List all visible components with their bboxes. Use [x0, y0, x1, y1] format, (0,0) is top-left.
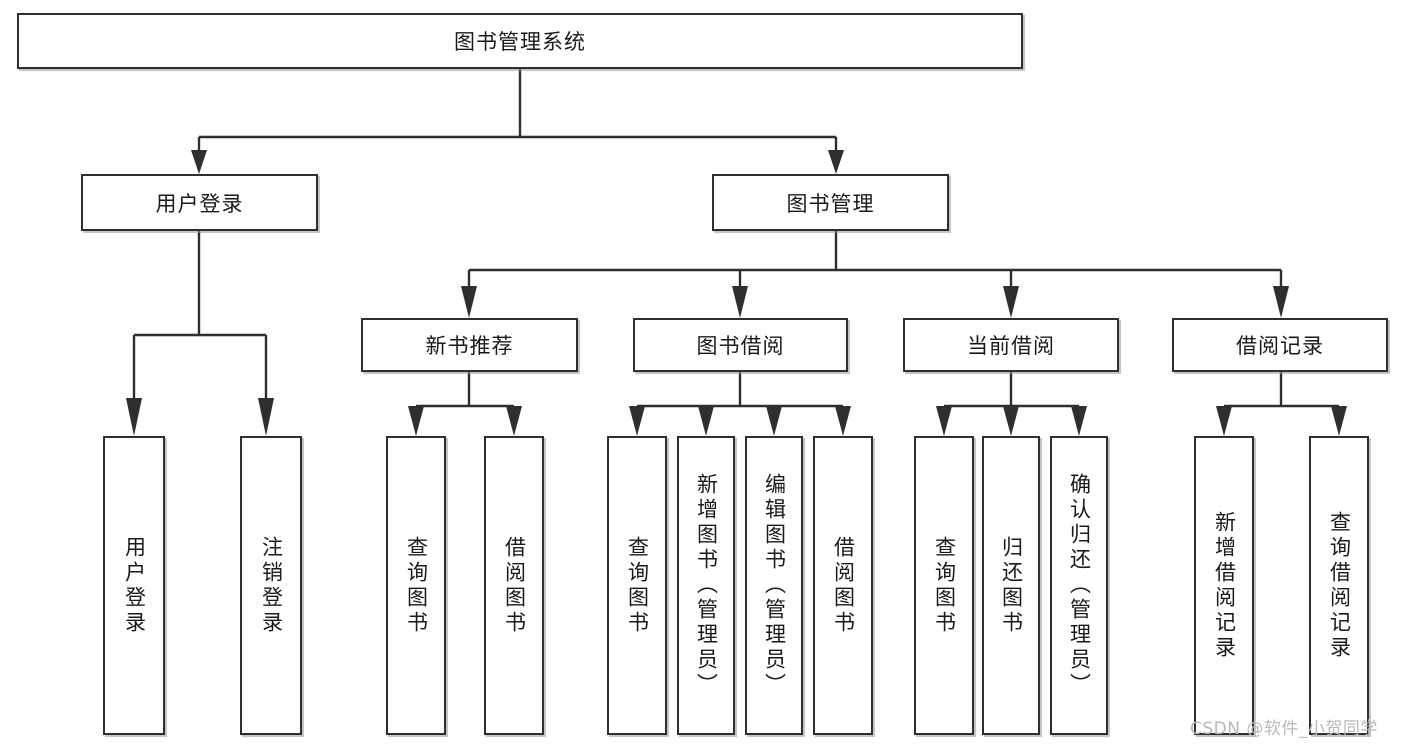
node-book-manage-label: 图书管理	[786, 191, 875, 216]
node-leaf-borrow-book-2[interactable]: 借阅图书	[813, 436, 873, 735]
node-leaf-confirm-return[interactable]: 确认归还（管理员）	[1050, 436, 1108, 735]
node-leaf-return-book[interactable]: 归还图书	[982, 436, 1040, 735]
arrow-to-leaf-query-book-2	[629, 406, 645, 436]
node-leaf-borrow-book-2-label: 借阅图书	[831, 535, 856, 636]
node-leaf-add-book-label: 新增图书（管理员）	[694, 473, 719, 698]
node-book-manage[interactable]: 图书管理	[712, 174, 949, 231]
node-root-label: 图书管理系统	[454, 30, 586, 54]
node-borrow-record-label: 借阅记录	[1236, 334, 1324, 358]
arrow-to-new-book-rec	[461, 286, 477, 318]
arrow-to-book-borrow	[732, 286, 748, 318]
arrow-to-leaf-add-book	[698, 406, 714, 436]
node-leaf-query-book-3-label: 查询图书	[932, 535, 957, 636]
node-book-borrow-label: 图书借阅	[696, 334, 785, 358]
node-leaf-query-book-3[interactable]: 查询图书	[914, 436, 974, 735]
node-leaf-user-logout-label: 注销登录	[259, 535, 284, 636]
arrow-to-leaf-user-login	[126, 398, 142, 436]
node-leaf-edit-book[interactable]: 编辑图书（管理员）	[745, 436, 803, 735]
arrow-to-leaf-query-record	[1331, 406, 1347, 436]
node-leaf-query-book-2-label: 查询图书	[625, 535, 650, 636]
node-leaf-query-record[interactable]: 查询借阅记录	[1309, 436, 1369, 735]
arrow-to-user-login	[191, 150, 207, 174]
node-leaf-query-book-1-label: 查询图书	[404, 535, 429, 636]
arrow-to-leaf-borrow-book-2	[835, 406, 851, 436]
arrow-to-leaf-add-record	[1216, 406, 1232, 436]
node-root[interactable]: 图书管理系统	[17, 13, 1023, 69]
node-current-borrow[interactable]: 当前借阅	[903, 318, 1119, 372]
node-leaf-add-record[interactable]: 新增借阅记录	[1194, 436, 1254, 735]
node-leaf-borrow-book-1[interactable]: 借阅图书	[484, 436, 544, 735]
node-book-borrow[interactable]: 图书借阅	[633, 318, 848, 372]
arrow-to-leaf-confirm-return	[1071, 406, 1087, 436]
arrow-to-book-manage	[828, 150, 844, 174]
arrow-to-current-borrow	[1003, 286, 1019, 318]
arrow-to-leaf-return-book	[1003, 406, 1019, 436]
node-leaf-query-book-2[interactable]: 查询图书	[607, 436, 667, 735]
node-leaf-add-book[interactable]: 新增图书（管理员）	[677, 436, 735, 735]
arrow-to-borrow-record	[1273, 286, 1289, 318]
node-user-login-label: 用户登录	[155, 191, 244, 216]
node-leaf-return-book-label: 归还图书	[999, 535, 1024, 636]
node-user-login[interactable]: 用户登录	[81, 174, 318, 231]
node-leaf-borrow-book-1-label: 借阅图书	[502, 535, 527, 636]
node-leaf-user-login[interactable]: 用户登录	[103, 436, 165, 735]
node-current-borrow-label: 当前借阅	[967, 334, 1055, 358]
arrow-to-leaf-edit-book	[766, 406, 782, 436]
arrow-to-leaf-borrow-book-1	[506, 406, 522, 436]
node-leaf-confirm-return-label: 确认归还（管理员）	[1067, 473, 1092, 698]
arrow-to-leaf-query-book-1	[408, 406, 424, 436]
node-leaf-query-record-label: 查询借阅记录	[1327, 510, 1352, 661]
node-leaf-user-login-label: 用户登录	[122, 535, 147, 636]
node-new-book-rec[interactable]: 新书推荐	[361, 318, 578, 372]
node-leaf-query-book-1[interactable]: 查询图书	[386, 436, 446, 735]
arrow-to-leaf-user-logout	[258, 398, 274, 436]
node-leaf-add-record-label: 新增借阅记录	[1212, 510, 1237, 661]
csdn-watermark: CSDN @软件_小贺同学	[1190, 719, 1378, 739]
node-leaf-user-logout[interactable]: 注销登录	[240, 436, 302, 735]
node-borrow-record[interactable]: 借阅记录	[1172, 318, 1388, 372]
node-leaf-edit-book-label: 编辑图书（管理员）	[762, 473, 787, 698]
arrow-to-leaf-query-book-3	[936, 406, 952, 436]
node-new-book-rec-label: 新书推荐	[425, 334, 514, 358]
